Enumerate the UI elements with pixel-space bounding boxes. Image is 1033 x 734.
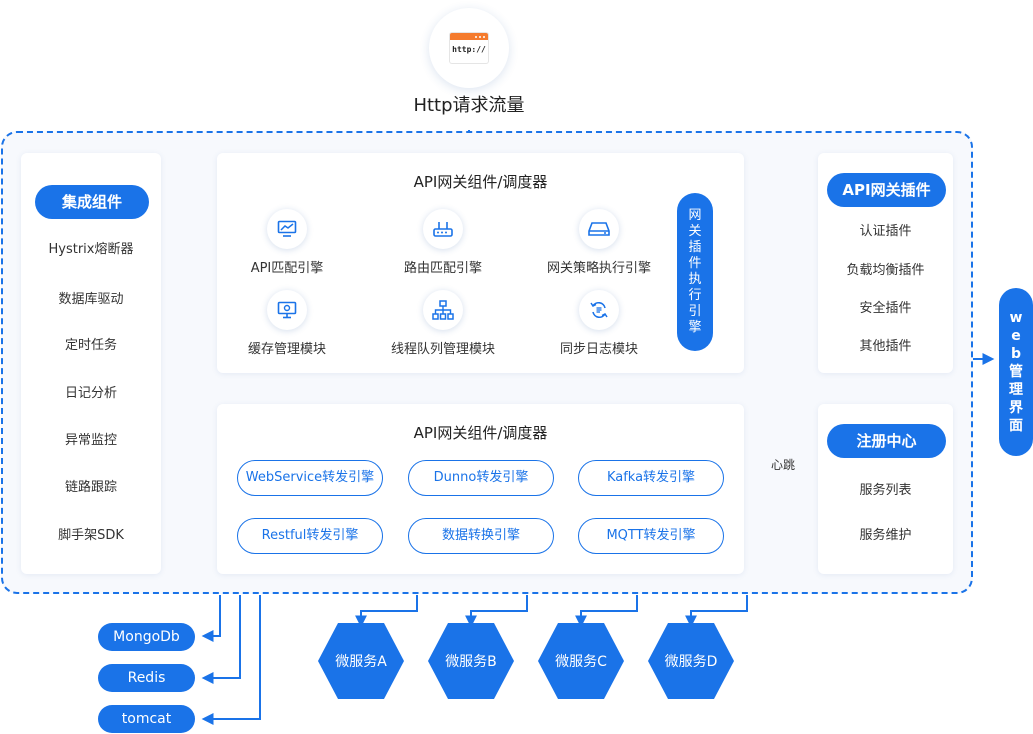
integration-item: 链路跟踪 bbox=[64, 480, 117, 495]
module-label: 同步日志模块 bbox=[559, 342, 638, 357]
integration-panel: 集成组件 Hystrix熔断器 数据库驱动 定时任务 日记分析 异常监控 链路跟… bbox=[21, 153, 161, 574]
engine-dunno: Dunno转发引擎 bbox=[408, 460, 554, 496]
plugin-item: 其他插件 bbox=[859, 339, 912, 354]
plugins-title: API网关插件 bbox=[827, 173, 946, 207]
core-title: API网关组件/调度器 bbox=[413, 424, 548, 442]
module-policy-exec: 网关策略执行引擎 bbox=[529, 209, 669, 276]
registry-item: 服务维护 bbox=[859, 528, 912, 543]
storage-tomcat: tomcat bbox=[98, 705, 195, 733]
integration-item: 日记分析 bbox=[64, 386, 117, 401]
monitor-icon bbox=[277, 301, 297, 319]
hard-drive-icon bbox=[588, 222, 610, 236]
integration-item: 定时任务 bbox=[64, 338, 117, 353]
microservice-label: 微服务A bbox=[335, 654, 387, 670]
router-icon bbox=[433, 222, 453, 237]
integration-title: 集成组件 bbox=[35, 185, 149, 219]
plugin-item: 认证插件 bbox=[859, 224, 912, 239]
module-api-match: API匹配引擎 bbox=[217, 209, 357, 276]
plugins-panel: API网关插件 认证插件 负载均衡插件 安全插件 其他插件 bbox=[818, 153, 953, 373]
http-icon-text: http:// bbox=[452, 45, 486, 54]
integration-item: Hystrix熔断器 bbox=[48, 242, 134, 257]
hierarchy-icon bbox=[432, 300, 454, 320]
module-label: 线程队列管理模块 bbox=[390, 342, 495, 357]
plugin-exec-engine: 网关插件执行引擎 bbox=[677, 193, 713, 351]
microservice-label: 微服务B bbox=[445, 654, 497, 670]
module-label: API匹配引擎 bbox=[250, 261, 324, 276]
sync-icon bbox=[590, 302, 608, 318]
plugin-item: 负载均衡插件 bbox=[846, 263, 925, 278]
http-request-node: http:// bbox=[429, 8, 509, 88]
integration-item: 数据库驱动 bbox=[58, 292, 124, 307]
registry-panel: 注册中心 服务列表 服务维护 bbox=[818, 404, 953, 574]
registry-item: 服务列表 bbox=[859, 483, 912, 498]
monitor-chart-icon bbox=[277, 220, 297, 237]
microservice-b: 微服务B bbox=[428, 623, 514, 699]
integration-item: 脚手架SDK bbox=[58, 528, 124, 543]
module-label: 网关策略执行引擎 bbox=[546, 261, 651, 276]
plugin-item: 安全插件 bbox=[859, 301, 912, 316]
heartbeat-label: 心跳 bbox=[770, 458, 795, 472]
microservice-d: 微服务D bbox=[648, 623, 734, 699]
http-title: Http请求流量 bbox=[413, 95, 525, 116]
module-route-match: 路由匹配引擎 bbox=[373, 209, 513, 276]
microservice-a: 微服务A bbox=[318, 623, 404, 699]
forwarding-engines-panel: API网关组件/调度器 WebService转发引擎 Dunno转发引擎 Kaf… bbox=[217, 404, 744, 574]
registry-title: 注册中心 bbox=[827, 424, 946, 458]
module-label: 缓存管理模块 bbox=[247, 342, 326, 357]
module-label: 路由匹配引擎 bbox=[403, 261, 482, 276]
microservice-c: 微服务C bbox=[538, 623, 624, 699]
module-sync-log: 同步日志模块 bbox=[529, 290, 669, 357]
engine-kafka: Kafka转发引擎 bbox=[578, 460, 724, 496]
engine-data-transform: 数据转换引擎 bbox=[408, 518, 554, 554]
storage-redis: Redis bbox=[98, 664, 195, 692]
core-scheduler-panel: API网关组件/调度器 API匹配引擎 路由匹配引擎 网关策略执行引擎 缓存管理… bbox=[217, 153, 744, 373]
microservice-label: 微服务C bbox=[555, 654, 607, 670]
microservice-label: 微服务D bbox=[665, 654, 718, 670]
module-cache: 缓存管理模块 bbox=[217, 290, 357, 357]
browser-icon: http:// bbox=[450, 33, 488, 63]
integration-item: 异常监控 bbox=[64, 433, 117, 448]
engine-webservice: WebService转发引擎 bbox=[237, 460, 383, 496]
storage-mongodb: MongoDb bbox=[98, 623, 195, 651]
engine-mqtt: MQTT转发引擎 bbox=[578, 518, 724, 554]
engine-restful: Restful转发引擎 bbox=[237, 518, 383, 554]
module-thread-queue: 线程队列管理模块 bbox=[373, 290, 513, 357]
core-title: API网关组件/调度器 bbox=[413, 173, 548, 191]
